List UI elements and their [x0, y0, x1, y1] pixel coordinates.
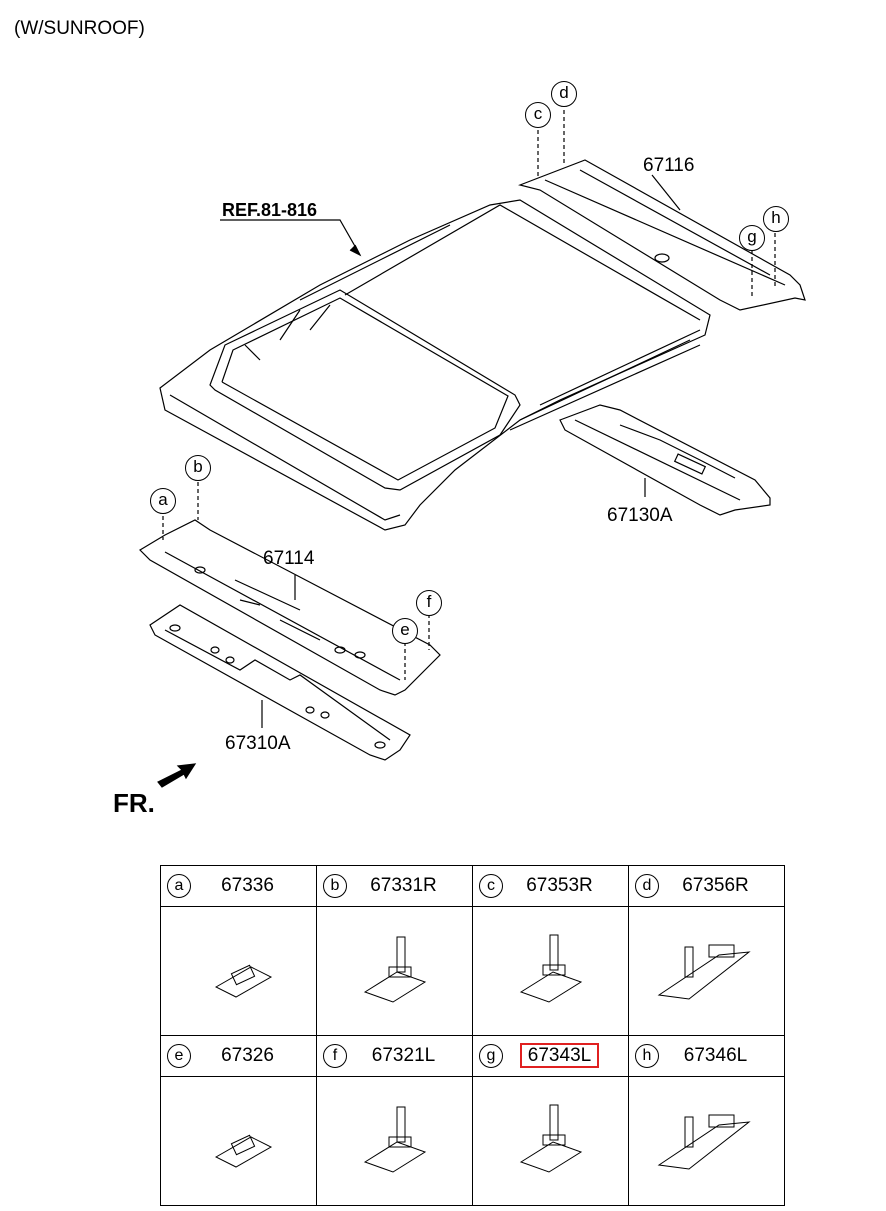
- callout-e: e: [392, 618, 418, 644]
- callout-b: b: [185, 455, 211, 481]
- part-cell-e: e 67326: [160, 1035, 317, 1077]
- part-number: 67321L: [371, 1045, 436, 1066]
- label-67310A: 67310A: [225, 733, 291, 754]
- part-letter: d: [635, 874, 659, 898]
- clip-image-g: [472, 1076, 629, 1206]
- clip-image-f: [316, 1076, 473, 1206]
- clip-image-c: [472, 906, 629, 1036]
- clip-stud-icon: [363, 1106, 427, 1173]
- roof-exploded-diagram: [139, 110, 806, 788]
- clip-stud-icon: [519, 1104, 583, 1173]
- part-letter: b: [323, 874, 347, 898]
- diagram-title: (W/SUNROOF): [14, 18, 145, 39]
- part-letter: h: [635, 1044, 659, 1068]
- part-letter: e: [167, 1044, 191, 1068]
- part-letter: g: [479, 1044, 503, 1068]
- clip-image-a: [160, 906, 317, 1036]
- label-67130A: 67130A: [607, 505, 673, 526]
- part-cell-a: a 67336: [160, 865, 317, 907]
- roof-panel: [159, 199, 711, 531]
- part-number: 67331R: [370, 875, 437, 896]
- bracket-stud-icon: [657, 944, 751, 1000]
- callout-d: d: [551, 81, 577, 107]
- part-letter: c: [479, 874, 503, 898]
- part-cell-b: b 67331R: [316, 865, 473, 907]
- clip-icon: [214, 1134, 273, 1168]
- callout-h: h: [763, 206, 789, 232]
- leader-lines: [162, 110, 776, 728]
- part-number: 67326: [221, 1045, 274, 1066]
- rear-rail-67116: [518, 159, 806, 311]
- callout-a: a: [150, 488, 176, 514]
- part-cell-f: f 67321L: [316, 1035, 473, 1077]
- part-number: 67346L: [683, 1045, 748, 1066]
- callout-g: g: [739, 225, 765, 251]
- part-cell-d: d 67356R: [628, 865, 785, 907]
- ref-label: REF.81-816: [222, 200, 318, 220]
- part-number: 67353R: [526, 875, 593, 896]
- part-number: 67343L: [473, 1043, 628, 1068]
- front-arrow-icon: [157, 763, 197, 788]
- part-cell-h: h 67346L: [628, 1035, 785, 1077]
- part-cell-c: c 67353R: [472, 865, 629, 907]
- clip-image-h: [628, 1076, 785, 1206]
- clip-stud-icon: [519, 934, 583, 1003]
- clip-image-d: [628, 906, 785, 1036]
- part-number: 67356R: [682, 875, 749, 896]
- part-cell-g: g 67343L: [472, 1035, 629, 1077]
- side-rail-67130A: [559, 404, 771, 516]
- part-letter: a: [167, 874, 191, 898]
- label-67116: 67116: [643, 155, 695, 176]
- front-label: FR.: [113, 788, 155, 818]
- clip-icon: [214, 964, 273, 998]
- front-reinforcement-67310A: [149, 604, 411, 761]
- front-rail-67114: [139, 519, 441, 696]
- label-67114: 67114: [263, 548, 315, 569]
- part-letter: f: [323, 1044, 347, 1068]
- callout-f: f: [416, 590, 442, 616]
- part-number: 67336: [221, 875, 274, 896]
- callout-c: c: [525, 102, 551, 128]
- bracket-stud-icon: [657, 1114, 751, 1170]
- clip-stud-icon: [363, 936, 427, 1003]
- clip-image-b: [316, 906, 473, 1036]
- parts-table: a 67336 b 67331R c 67353R d 67356R e 67326: [160, 865, 785, 1206]
- highlighted-part-number: 67343L: [519, 1043, 600, 1068]
- clip-image-e: [160, 1076, 317, 1206]
